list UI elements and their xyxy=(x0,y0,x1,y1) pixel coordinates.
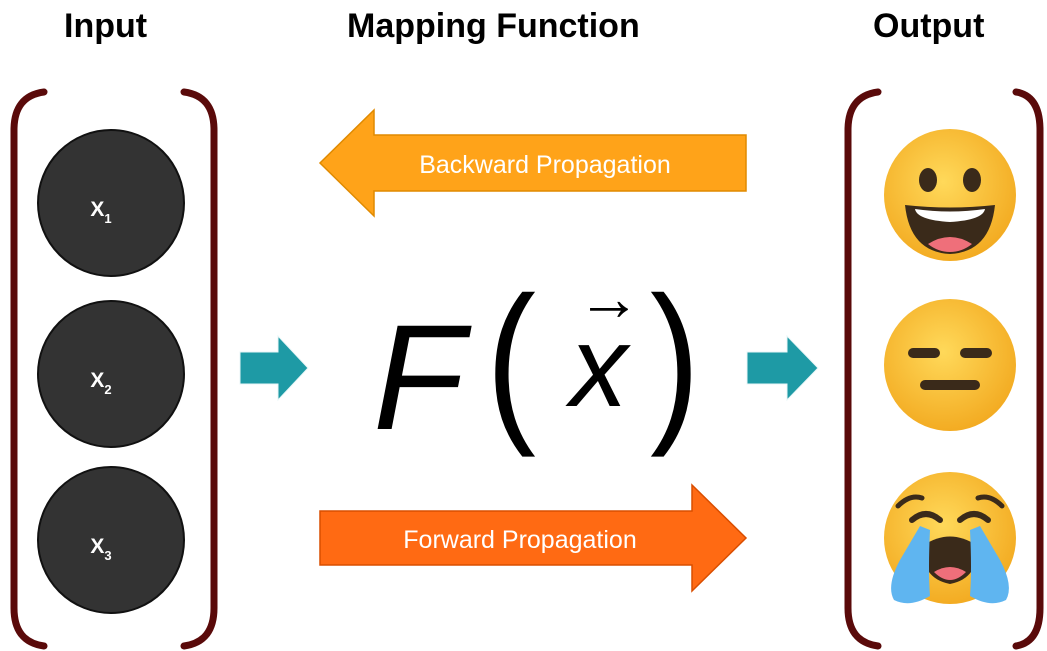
backward-propagation-label: Backward Propagation xyxy=(419,151,671,179)
backward-propagation-arrow: Backward Propagation xyxy=(318,108,747,218)
input-to-function-arrow xyxy=(239,334,309,402)
mapping-heading: Mapping Function xyxy=(347,7,640,45)
input-bracket xyxy=(10,88,218,650)
output-heading: Output xyxy=(873,7,985,45)
input-heading: Input xyxy=(64,7,148,45)
mapping-function-formula: F ( x → ) xyxy=(373,259,700,461)
input-node-1: X1 xyxy=(37,129,185,277)
loudly-crying-face-icon xyxy=(884,472,1016,604)
vector-arrow: → xyxy=(577,262,641,334)
forward-propagation-label: Forward Propagation xyxy=(403,526,636,554)
input-node-label: X1 xyxy=(90,198,111,226)
function-variable: x xyxy=(565,303,631,431)
function-to-output-arrow xyxy=(746,334,819,402)
forward-propagation-arrow: Forward Propagation xyxy=(319,483,748,593)
input-node-label: X2 xyxy=(90,369,111,397)
grinning-face-icon xyxy=(884,129,1016,261)
function-name: F xyxy=(373,293,472,461)
input-node-3: X3 xyxy=(37,466,185,614)
expressionless-face-icon xyxy=(884,299,1016,431)
input-node-label: X3 xyxy=(90,535,111,563)
input-node-2: X2 xyxy=(37,300,185,448)
function-open-paren: ( xyxy=(486,259,536,458)
function-close-paren: ) xyxy=(650,259,700,458)
output-bracket xyxy=(844,88,1044,650)
